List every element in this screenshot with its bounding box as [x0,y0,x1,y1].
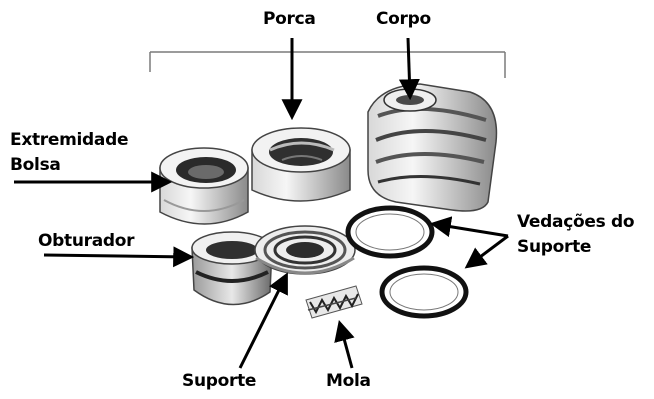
arrow-vedacoes-lower [468,236,508,266]
background-frame [150,52,505,78]
label-extremidade-bolsa-line2: Bolsa [10,154,61,176]
arrow-mola [340,324,352,368]
label-suporte: Suporte [182,370,256,392]
vedacoes-suporte-part [348,208,466,316]
arrow-vedacoes-upper [434,224,508,236]
porca-part [252,128,350,201]
corpo-part [368,84,496,211]
label-vedacoes-line1: Vedações do [517,211,634,233]
label-extremidade-bolsa-line1: Extremidade [10,129,128,151]
label-corpo: Corpo [376,8,431,30]
arrow-corpo [408,38,410,96]
suporte-part [255,226,355,274]
mola-part [306,286,362,318]
label-mola: Mola [326,370,371,392]
arrow-obturador [44,255,190,257]
extremidade-bolsa-part [160,148,248,224]
label-porca: Porca [263,8,316,30]
label-obturador: Obturador [38,230,134,252]
label-vedacoes-line2: Suporte [517,236,591,258]
